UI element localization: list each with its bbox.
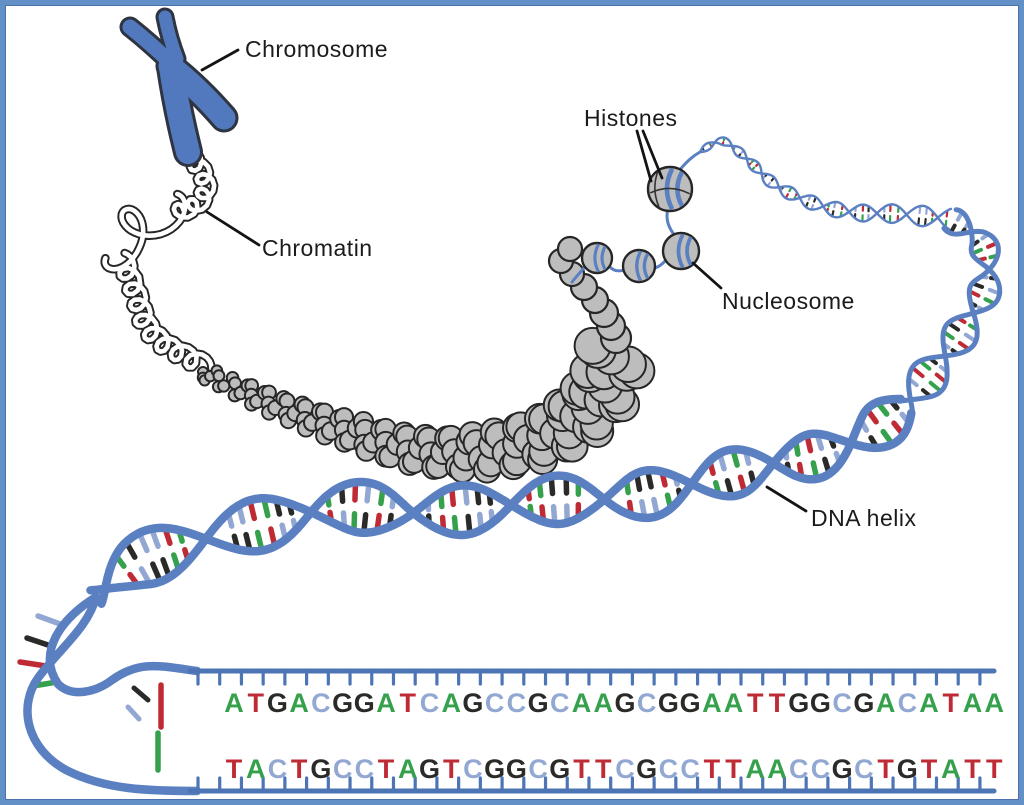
base-letter: G (266, 688, 288, 718)
base-letter: T (247, 688, 264, 718)
chromatin-label: Chromatin (262, 235, 373, 261)
base-letter: T (768, 688, 786, 718)
base-letter: T (985, 754, 1003, 784)
base-letter: G (310, 754, 332, 784)
base-letter: G (418, 754, 440, 784)
base-letter: T (725, 754, 742, 784)
base-letter: A (702, 688, 722, 718)
base-letter: C (506, 688, 527, 718)
base-letter: C (311, 688, 331, 718)
nucleosome-label: Nucleosome (722, 288, 855, 314)
base-letter: A (376, 688, 396, 718)
base-letter: G (614, 688, 636, 718)
base-letter: A (224, 688, 244, 718)
base-letter: G (636, 754, 658, 784)
base-letter: A (984, 688, 1004, 718)
base-letter: G (679, 688, 701, 718)
base-letter: G (809, 688, 831, 718)
base-letter: A (767, 754, 787, 784)
base-letter: G (549, 754, 571, 784)
base-letter: C (832, 688, 852, 718)
base-letter: A (941, 754, 961, 784)
base-letter: G (896, 754, 918, 784)
chromosome-label: Chromosome (245, 36, 389, 62)
base-letter: C (267, 754, 288, 784)
base-letter: C (550, 688, 570, 718)
base-letter: T (573, 754, 590, 784)
diagram-artwork (17, 7, 1003, 796)
base-letter: A (245, 754, 266, 784)
base-letter: G (332, 688, 354, 718)
chromatin-fiber (100, 144, 219, 373)
base-letter: C (897, 688, 918, 718)
base-letter: A (919, 688, 939, 718)
base-letter: T (942, 688, 960, 718)
base-letter: A (441, 688, 461, 718)
base-letter: C (332, 754, 353, 784)
base-letter: G (853, 688, 875, 718)
base-letter: A (962, 688, 983, 718)
nucleosome-bead-chain (547, 235, 633, 355)
base-letter: G (831, 754, 853, 784)
dna-helix-strand (86, 136, 1003, 608)
base-letter: C (354, 754, 375, 784)
base-letter: C (680, 754, 700, 784)
base-letter: C (484, 688, 505, 718)
chromosome-shape (119, 7, 239, 167)
base-letter: G (484, 754, 506, 784)
base-letter: A (593, 688, 613, 718)
base-letter: A (745, 754, 766, 784)
base-letter: T (377, 754, 395, 784)
base-letter: C (854, 754, 874, 784)
base-letter: C (419, 688, 440, 718)
nucleosome-spheres (580, 165, 701, 284)
label-pointer-lines (200, 48, 808, 513)
base-letter: C (810, 754, 831, 784)
base-letter: C (615, 754, 635, 784)
base-letter: T (877, 754, 894, 784)
base-letter: C (658, 754, 679, 784)
base-letter: T (703, 754, 721, 784)
base-letter: A (571, 688, 592, 718)
histones-label: Histones (584, 105, 678, 131)
base-pair-ladder (187, 668, 997, 794)
base-letter: T (594, 754, 612, 784)
base-letter: T (225, 754, 243, 784)
base-letter: T (747, 688, 764, 718)
base-letter: T (399, 688, 417, 718)
base-letter: C (636, 688, 657, 718)
base-letter: G (505, 754, 527, 784)
helix-open-end (17, 592, 202, 796)
base-letter: G (462, 688, 484, 718)
base-letter: A (875, 688, 896, 718)
base-letter: T (920, 754, 938, 784)
base-letter: T (290, 754, 308, 784)
base-letter: G (788, 688, 810, 718)
base-letter: G (527, 688, 549, 718)
base-letter: A (723, 688, 744, 718)
base-letter: T (964, 754, 981, 784)
base-letter: G (353, 688, 375, 718)
base-letter: A (398, 754, 418, 784)
base-letter: C (788, 754, 809, 784)
base-letter: C (463, 754, 483, 784)
base-letter: A (289, 688, 309, 718)
base-letter: T (442, 754, 460, 784)
base-letter: G (657, 688, 679, 718)
base-letter: C (528, 754, 548, 784)
dna-helix-label: DNA helix (811, 505, 917, 531)
condensed-nucleosome-coil (196, 326, 656, 484)
